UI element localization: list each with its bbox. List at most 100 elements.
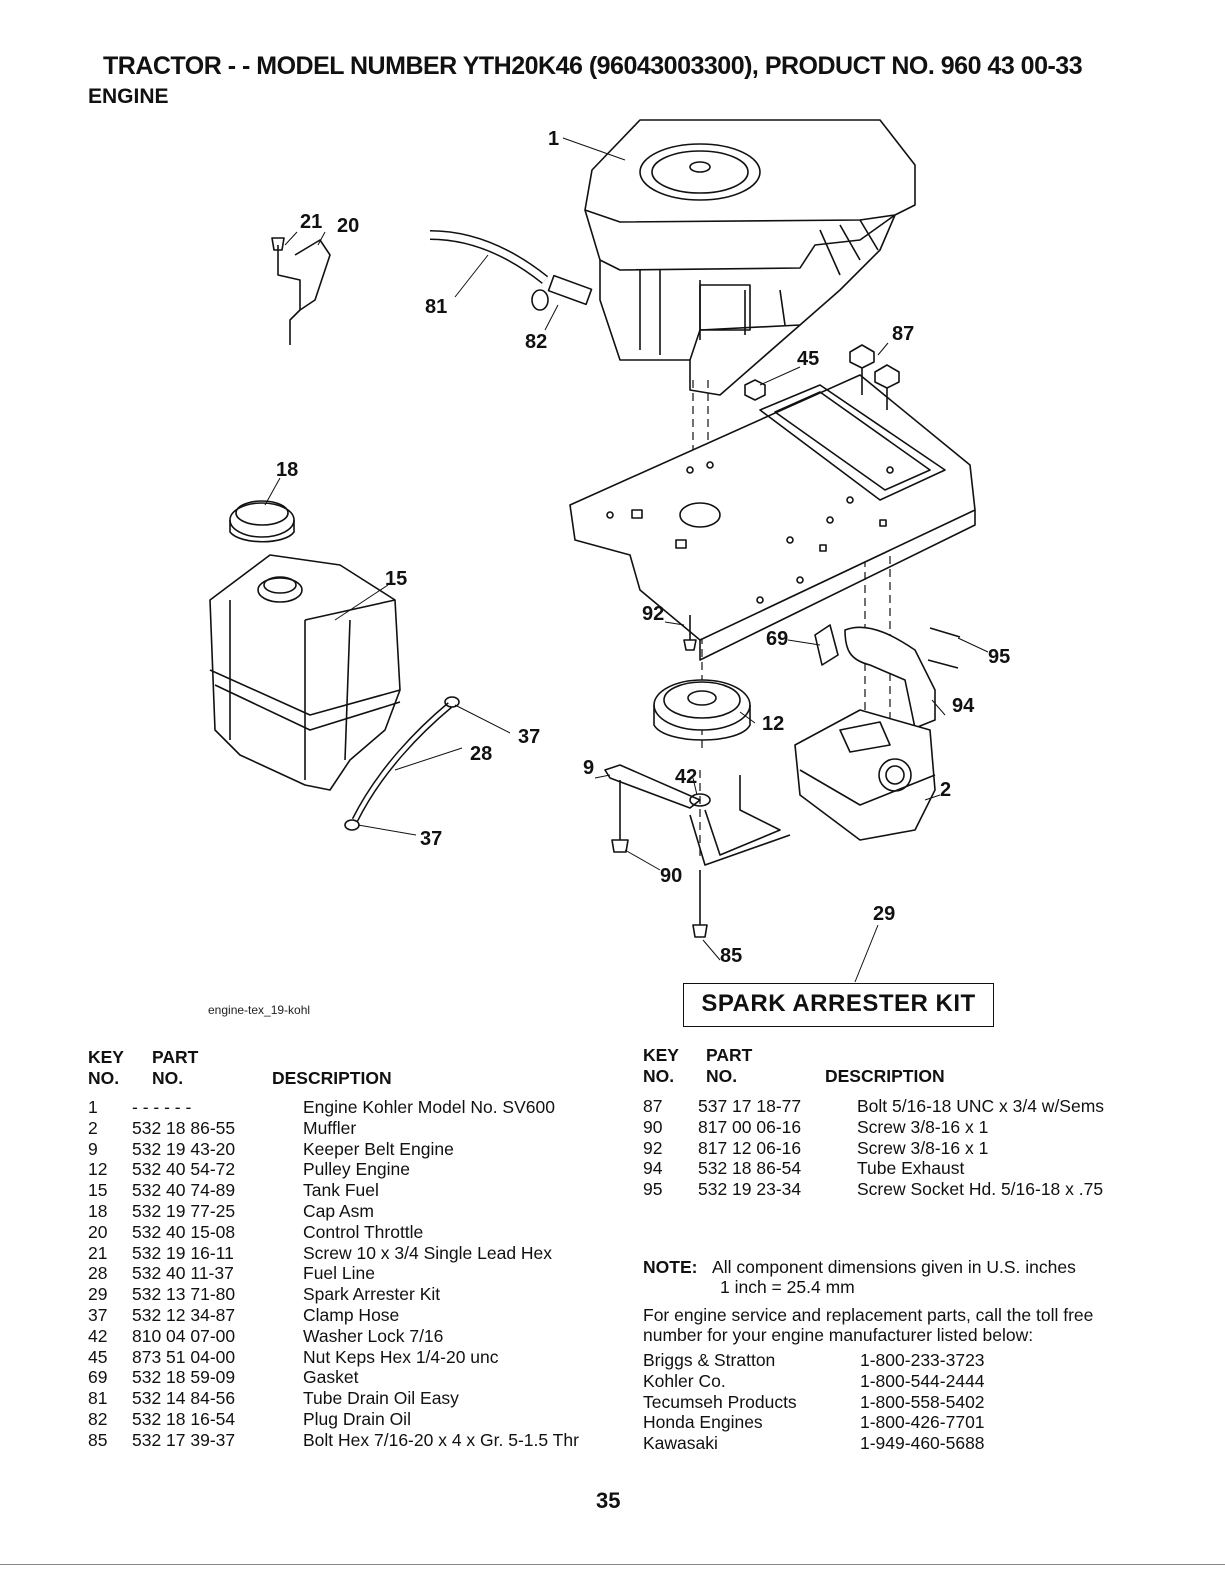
- key-cell: 82: [88, 1408, 108, 1429]
- description-cell: Tube Drain Oil Easy: [303, 1388, 459, 1409]
- part-number-cell: 817 12 06-16: [698, 1137, 802, 1158]
- callout-90: 90: [660, 865, 682, 887]
- key-cell: 20: [88, 1221, 108, 1242]
- description-cell: Nut Keps Hex 1/4-20 unc: [303, 1346, 499, 1367]
- key-cell: 95: [643, 1179, 663, 1200]
- callout-labels: 1 21 20 81 82 87 45 18 15 92 69 95 94 12…: [276, 128, 1010, 967]
- list-item: Kohler Co.1-800-544-2444: [643, 1371, 1043, 1392]
- part-number-cell: 537 17 18-77: [698, 1096, 802, 1116]
- callout-leaders: [264, 137, 989, 983]
- description-cell: Screw 3/8-16 x 1: [857, 1116, 989, 1137]
- description-cell: Washer Lock 7/16: [303, 1325, 444, 1346]
- callout-28: 28: [470, 743, 492, 765]
- callout-37b: 37: [420, 828, 442, 850]
- left-header-key: KEY: [88, 1047, 124, 1067]
- callout-95: 95: [988, 646, 1010, 668]
- description-cell: Pulley Engine: [303, 1159, 411, 1180]
- right-header-part: PART: [706, 1045, 753, 1065]
- dimension-note: NOTE: All component dimensions given in …: [643, 1257, 1076, 1297]
- fuel-tank-illustration: [209, 554, 401, 791]
- phone-number: 1-800-426-7701: [860, 1412, 985, 1433]
- key-cell: 69: [88, 1367, 108, 1388]
- part-number-cell: - - - - - -: [132, 1097, 192, 1117]
- phone-number: 1-949-460-5688: [860, 1433, 985, 1454]
- note-line1: All component dimensions given in U.S. i…: [712, 1257, 1076, 1277]
- description-cell: Screw 10 x 3/4 Single Lead Hex: [303, 1242, 553, 1263]
- callout-82: 82: [525, 331, 547, 353]
- phone-number: 1-800-233-3723: [860, 1350, 985, 1370]
- right-header-no2: NO.: [706, 1066, 738, 1086]
- key-cell: 1: [88, 1097, 98, 1117]
- page-title: TRACTOR - - MODEL NUMBER YTH20K46 (96043…: [103, 52, 1083, 80]
- key-cell: 18: [88, 1200, 108, 1221]
- part-number-cell: 532 18 86-55: [132, 1117, 236, 1138]
- fuel-cap-illustration: [229, 500, 295, 543]
- right-header-desc: DESCRIPTION: [825, 1066, 945, 1086]
- service-instructions: For engine service and replacement parts…: [643, 1305, 1094, 1345]
- left-header-part: PART: [152, 1047, 199, 1067]
- callout-69: 69: [766, 628, 788, 650]
- description-cell: Keeper Belt Engine: [303, 1138, 454, 1159]
- key-cell: 94: [643, 1158, 663, 1179]
- description-cell: Engine Kohler Model No. SV600: [303, 1097, 555, 1117]
- engine-illustration: [584, 119, 916, 396]
- list-item: Briggs & Stratton 1-800-233-3723: [643, 1350, 1043, 1371]
- callout-15: 15: [385, 568, 407, 590]
- callout-20: 20: [337, 215, 359, 237]
- part-number-cell: 532 19 43-20: [132, 1138, 236, 1159]
- keeper-hardware-illustration: [604, 764, 791, 938]
- exhaust-tube-illustration: [814, 624, 961, 729]
- manufacturer-name: Kohler Co.: [643, 1370, 726, 1391]
- key-cell: 9: [88, 1138, 98, 1159]
- callout-2: 2: [940, 779, 951, 801]
- description-cell: Tube Exhaust: [857, 1158, 965, 1179]
- manufacturer-name: Kawasaki: [643, 1433, 718, 1454]
- callout-94: 94: [952, 695, 975, 717]
- throttle-control-illustration: [271, 237, 331, 345]
- description-cell: Control Throttle: [303, 1221, 424, 1242]
- callout-92: 92: [642, 603, 664, 625]
- callout-37a: 37: [518, 726, 540, 748]
- callout-42: 42: [675, 766, 697, 788]
- manufacturer-name: Honda Engines: [643, 1412, 763, 1433]
- key-cell: 2: [88, 1117, 98, 1138]
- key-cell: 15: [88, 1180, 108, 1201]
- exploded-parts-diagram: 1 21 20 81 82 87 45 18 15 92 69 95 94 12…: [209, 119, 1010, 983]
- part-number-cell: 532 40 15-08: [132, 1221, 236, 1242]
- part-number-cell: 532 19 23-34: [698, 1179, 802, 1200]
- manufacturer-name: Briggs & Stratton: [643, 1350, 776, 1370]
- description-cell: Fuel Line: [303, 1263, 375, 1284]
- part-number-cell: 532 19 77-25: [132, 1200, 236, 1221]
- description-cell: Muffler: [303, 1117, 357, 1138]
- part-number-cell: 532 17 39-37: [132, 1429, 236, 1450]
- manufacturer-name: Tecumseh Products: [643, 1391, 797, 1412]
- table-row: 9 532 19 43-20 Keeper Belt Engine: [88, 1139, 618, 1160]
- callout-12: 12: [762, 713, 784, 735]
- left-header-no: NO.: [88, 1068, 120, 1088]
- description-cell: Tank Fuel: [303, 1180, 379, 1201]
- key-cell: 12: [88, 1159, 108, 1180]
- section-title: ENGINE: [88, 85, 169, 108]
- part-number-cell: 532 12 34-87: [132, 1304, 236, 1325]
- list-item: Honda Engines 1-800-426-7701: [643, 1412, 1043, 1433]
- bolt-hardware-illustration: [744, 344, 900, 410]
- part-number-cell: 532 18 16-54: [132, 1408, 236, 1429]
- table-row: 2 532 18 86-55 Muffler: [88, 1118, 618, 1139]
- description-cell: Clamp Hose: [303, 1304, 400, 1325]
